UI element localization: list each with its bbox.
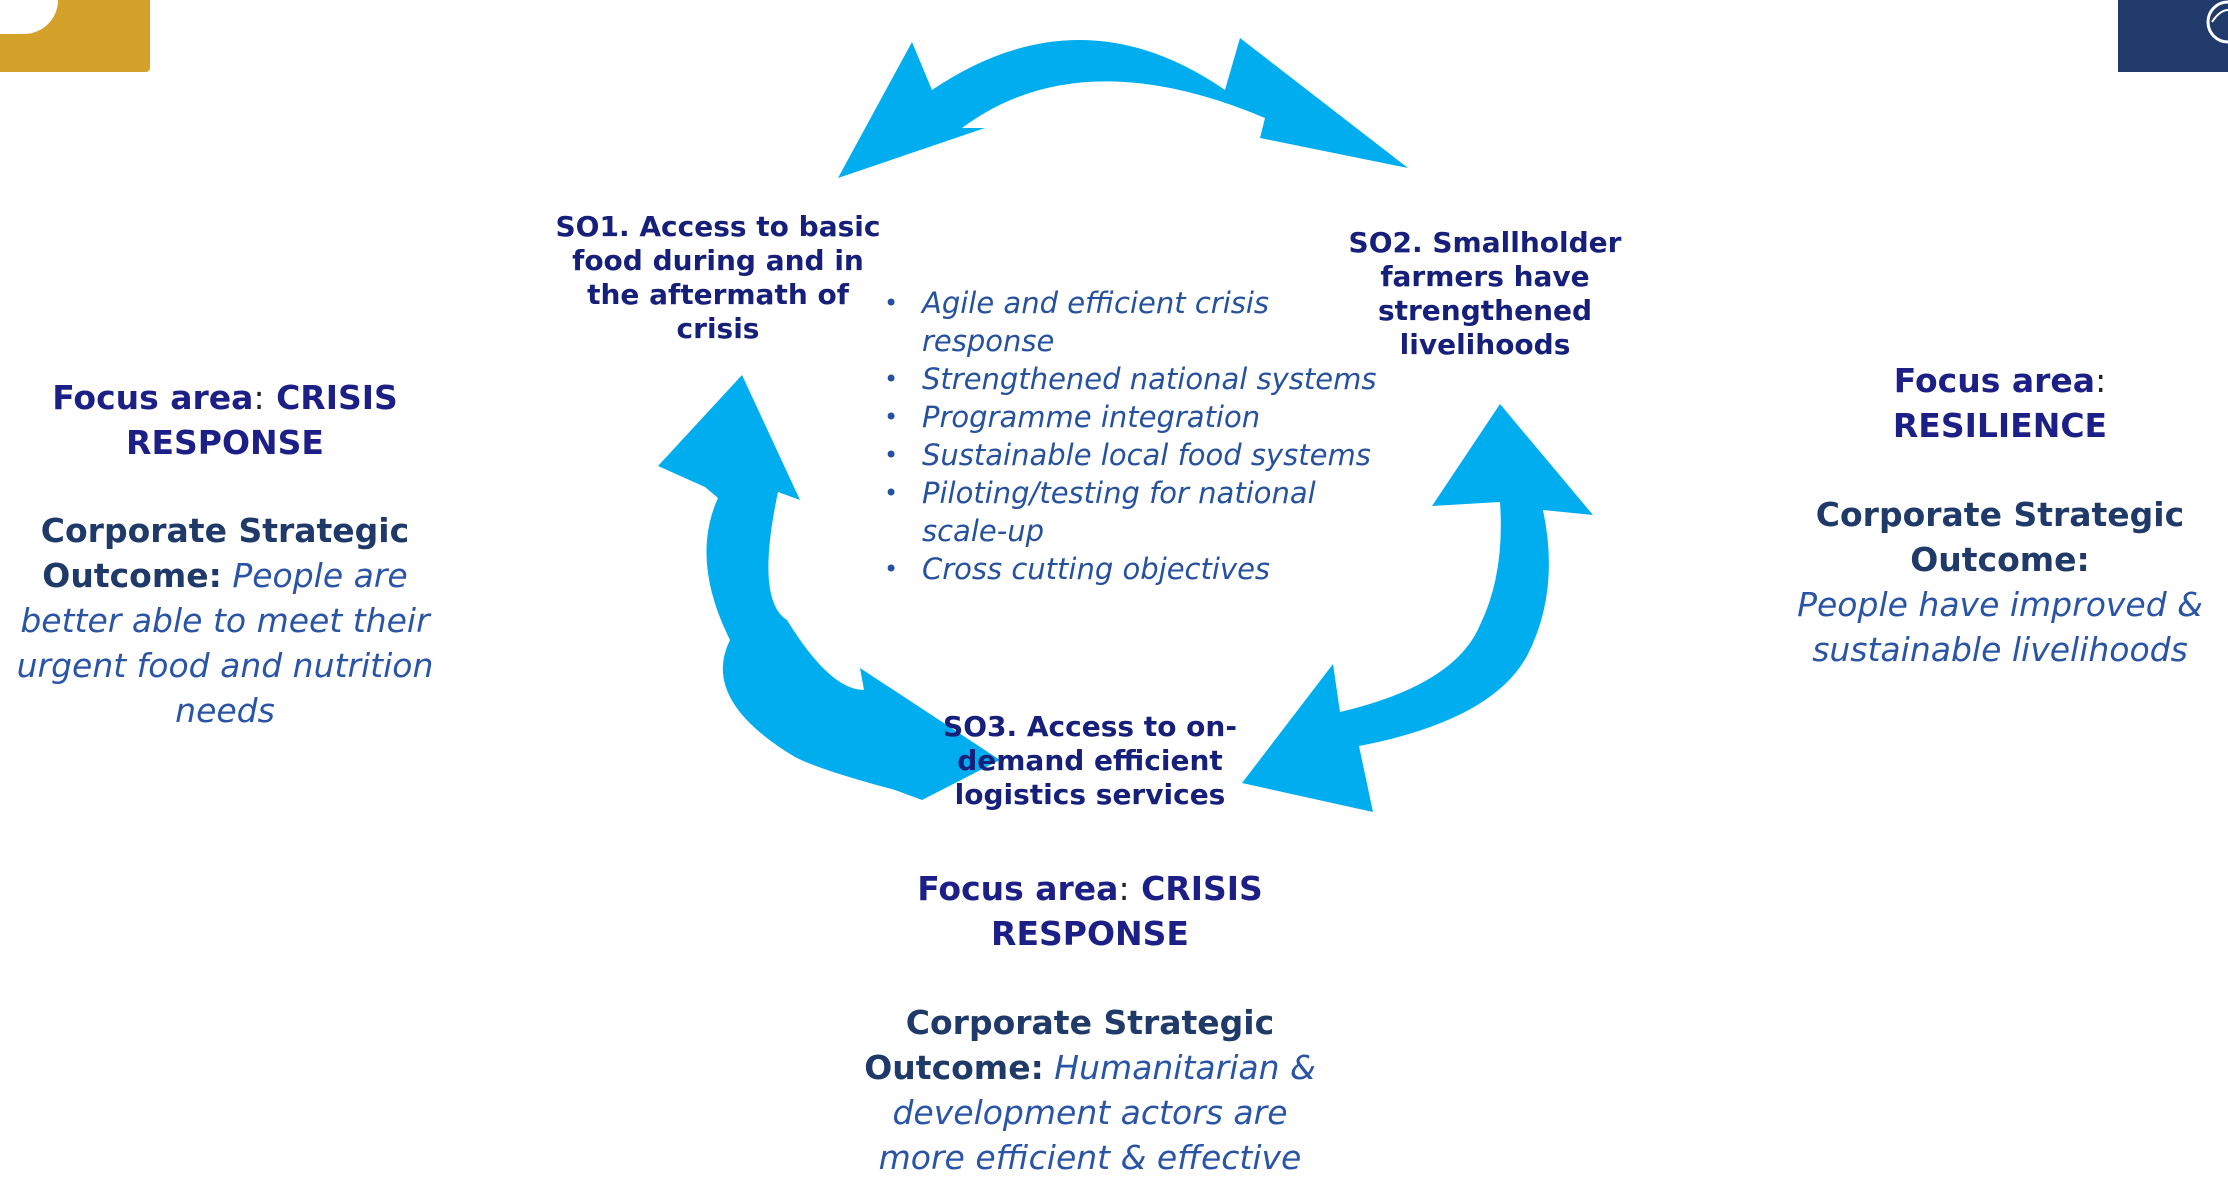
double-headed-arrow <box>658 375 1000 800</box>
so2-label: SO2. Smallholder farmers have strengthen… <box>1348 226 1622 361</box>
focus-area-value: CRISIS RESPONSE <box>991 869 1263 953</box>
list-item: Strengthened national systems <box>876 360 1396 398</box>
focus-area-bottom: Focus area: CRISIS RESPONSE <box>860 866 1320 956</box>
focus-area-separator: : <box>1118 869 1130 908</box>
so1-label: SO1. Access to basic food during and in … <box>555 210 881 345</box>
bullet-list: Agile and efficient crisis response Stre… <box>876 284 1396 588</box>
focus-area-separator: : <box>253 378 265 417</box>
cso-label: Corporate Strategic Outcome: <box>1815 495 2185 579</box>
focus-area-left: Focus area: CRISIS RESPONSE <box>10 375 440 465</box>
double-headed-arrow <box>1242 404 1593 812</box>
list-item: Agile and efficient crisis response <box>876 284 1396 360</box>
cso-label: Corporate Strategic Outcome: <box>864 1003 1275 1087</box>
focus-area-label: Focus area <box>52 378 254 417</box>
double-headed-arrow <box>838 38 1408 178</box>
cso-text: Humanitarian & development actors are mo… <box>878 1048 1316 1177</box>
cso-bottom: Corporate Strategic Outcome: Humanitaria… <box>860 1000 1320 1180</box>
focus-area-label: Focus area <box>1893 361 2096 400</box>
cso-text: People have improved & sustainable livel… <box>1797 585 2203 669</box>
list-item: Cross cutting objectives <box>876 550 1396 588</box>
focus-area-separator: : <box>2095 361 2107 400</box>
cso-left: Corporate Strategic Outcome: People are … <box>10 508 440 733</box>
cso-text: People are better able to meet their urg… <box>16 556 434 730</box>
cso-right: Corporate Strategic Outcome: People have… <box>1770 492 2228 672</box>
focus-area-value: RESILIENCE <box>1892 406 2108 445</box>
focus-area-label: Focus area <box>917 869 1119 908</box>
focus-area-right: Focus area: RESILIENCE <box>1770 358 2228 448</box>
list-item: Piloting/testing for national scale-up <box>876 474 1396 550</box>
cso-label: Corporate Strategic Outcome: <box>40 511 410 595</box>
focus-area-value: CRISIS RESPONSE <box>126 378 398 462</box>
list-item: Sustainable local food systems <box>876 436 1396 474</box>
list-item: Programme integration <box>876 398 1396 436</box>
so3-label: SO3. Access to on-demand efficient logis… <box>943 710 1237 811</box>
wfp-logo-fragment <box>0 0 150 72</box>
un-emblem-fragment <box>2118 0 2228 72</box>
